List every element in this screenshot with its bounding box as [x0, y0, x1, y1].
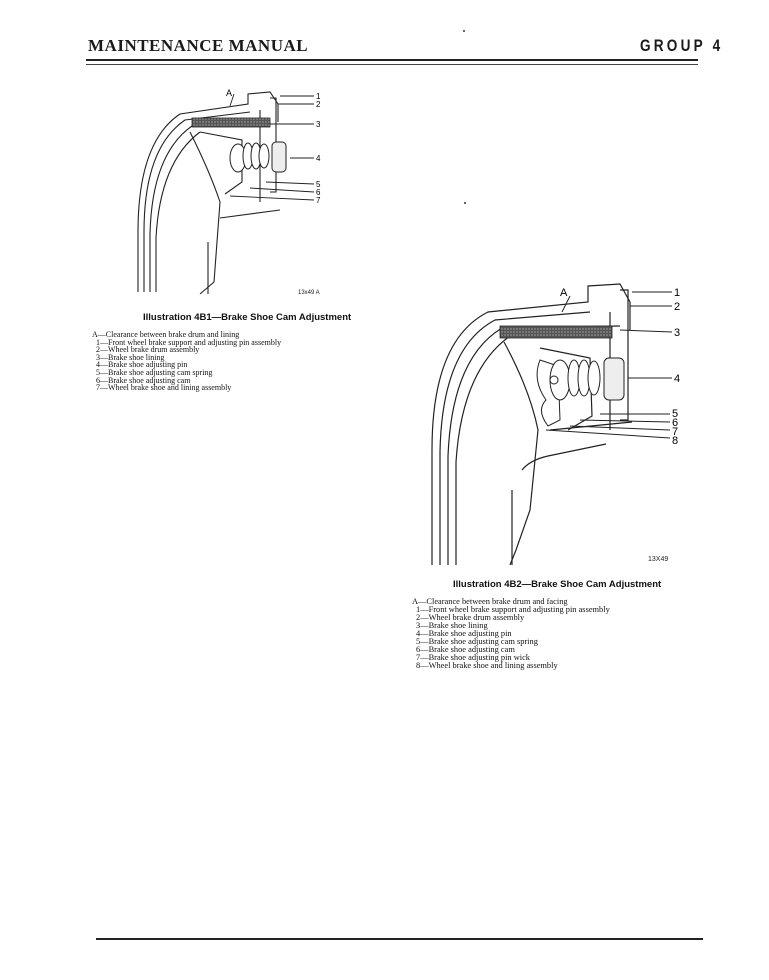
figure-caption: Illustration 4B2—Brake Shoe Cam Adjustme… — [453, 579, 662, 590]
footer-rule — [96, 938, 703, 940]
scan-speck — [463, 30, 465, 32]
header-rule — [86, 59, 698, 61]
figure-code: 13x49 A — [298, 290, 320, 296]
callout-3: 3 — [674, 327, 680, 339]
legend-item: A—Clearance between brake drum and linin… — [92, 330, 240, 339]
callout-7: 7 — [672, 426, 678, 438]
callout-1: 1 — [674, 287, 680, 299]
callout-7: 7 — [316, 196, 321, 205]
callout-2: 2 — [316, 100, 321, 109]
legend-item: 1—Front wheel brake support and adjustin… — [416, 605, 610, 614]
figure-legend: A—Clearance between brake drum and linin… — [92, 331, 281, 392]
group-label: GROUP 4 — [640, 36, 724, 55]
legend-item: 7—Brake shoe adjusting pin wick — [416, 653, 530, 662]
figure-caption: Illustration 4B1—Brake Shoe Cam Adjustme… — [143, 312, 352, 323]
legend-item: 5—Brake shoe adjusting cam spring — [96, 367, 213, 377]
callout-5: 5 — [316, 180, 321, 189]
callout-a: A — [560, 287, 568, 299]
legend-item: 2—Wheel brake drum assembly — [416, 613, 525, 622]
scan-speck — [464, 202, 466, 204]
callout-2: 2 — [674, 301, 680, 313]
legend-item: 4—Brake shoe adjusting pin — [416, 629, 512, 638]
header-rule-thin — [86, 64, 698, 65]
legend-item: 3—Brake shoe lining — [416, 621, 488, 630]
callout-4: 4 — [674, 373, 680, 385]
callout-3: 3 — [316, 120, 321, 129]
legend-item: 4—Brake shoe adjusting pin — [96, 360, 188, 370]
legend-item: 2—Wheel brake drum assembly — [96, 345, 200, 355]
legend-item: 6—Brake shoe adjusting cam — [96, 375, 191, 385]
callout-4: 4 — [316, 154, 321, 163]
callout-5: 5 — [672, 408, 678, 420]
callout-1: 1 — [316, 92, 321, 101]
legend-item: 5—Brake shoe adjusting cam spring — [416, 637, 538, 646]
legend-item: A—Clearance between brake drum and facin… — [412, 597, 568, 606]
legend-item: 7—Wheel brake shoe and lining assembly — [96, 383, 232, 393]
manual-title: MAINTENANCE MANUAL — [88, 36, 309, 55]
brake-diagram-4b2: A 1 2 3 4 5 6 7 8 — [431, 283, 680, 566]
legend-item: 8—Wheel brake shoe and lining assembly — [416, 661, 558, 670]
callout-6: 6 — [672, 417, 678, 429]
legend-item: 1—Front wheel brake support and adjustin… — [96, 337, 282, 347]
legend-item: 3—Brake shoe lining — [96, 352, 165, 362]
callout-a: A — [226, 88, 232, 98]
legend-item: 6—Brake shoe adjusting cam — [416, 645, 515, 654]
callout-6: 6 — [316, 188, 321, 197]
brake-diagram-4b1: A 1 2 3 4 5 6 7 — [137, 88, 321, 295]
callout-8: 8 — [672, 435, 678, 447]
figure-code: 13X49 — [648, 556, 669, 563]
figure-legend: A—Clearance between brake drum and facin… — [412, 597, 610, 670]
